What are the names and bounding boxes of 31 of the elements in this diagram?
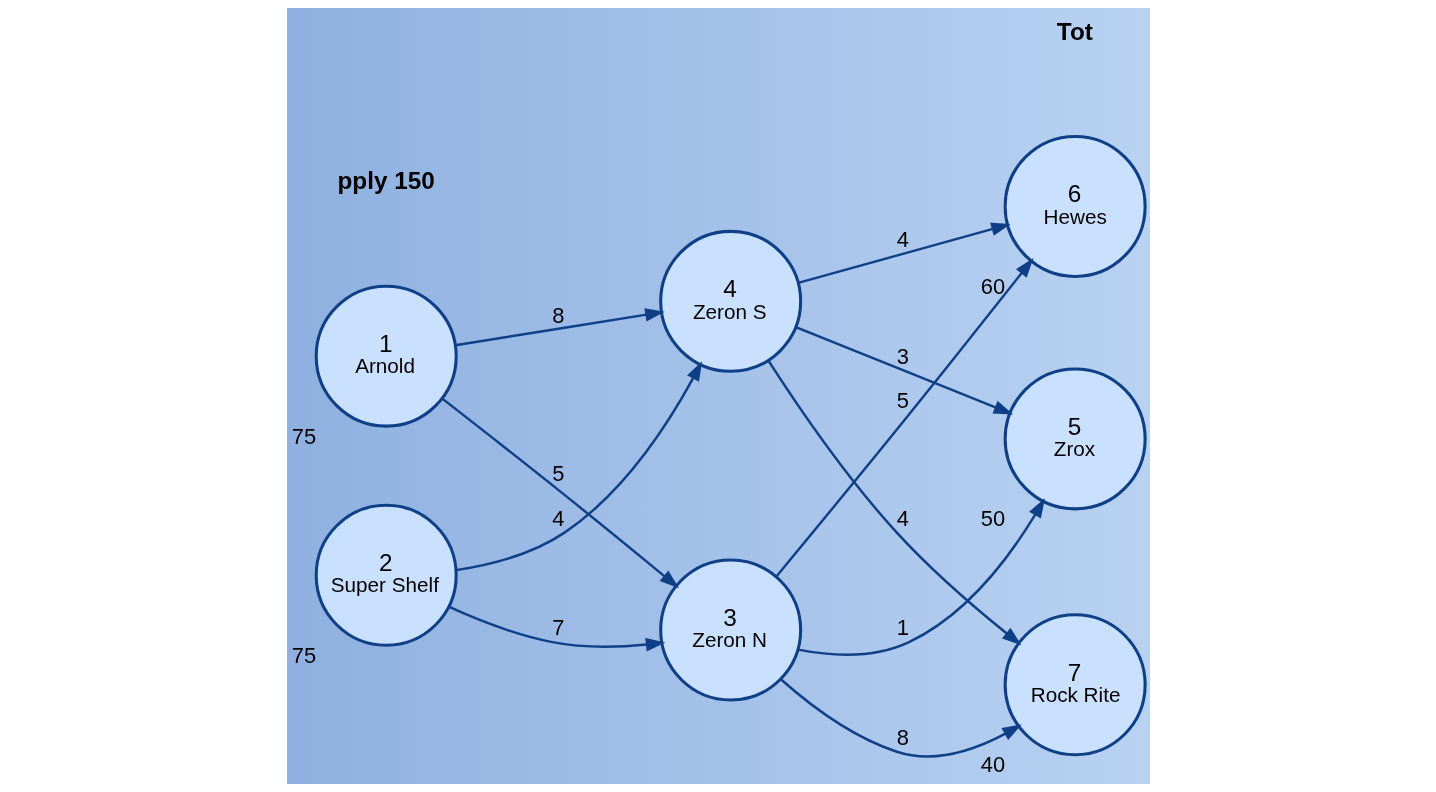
edge-label: 8	[551, 302, 565, 328]
arrow	[447, 605, 665, 652]
arrow	[767, 360, 1021, 646]
node-circle: 4 Zeron S	[658, 229, 802, 373]
label: pply 150	[337, 167, 435, 195]
node-label: 50	[980, 506, 1005, 532]
edge-label: 7	[551, 615, 565, 641]
arrow	[794, 325, 1013, 415]
arrow	[779, 678, 1022, 758]
arrow	[454, 308, 665, 347]
arrow	[455, 361, 702, 572]
edge-label: 5	[896, 387, 909, 413]
node-circle: 1 Arnold	[314, 284, 458, 428]
node-circle: 2 Super Shelf	[314, 503, 458, 647]
node-label: 75	[291, 642, 316, 668]
arrow	[797, 222, 1011, 285]
edge-label: 1	[896, 615, 909, 641]
edge-label: 8	[896, 724, 909, 750]
arrow	[774, 258, 1033, 578]
node-label: 75	[291, 423, 316, 449]
node-label: 40	[980, 752, 1005, 778]
node-label: 60	[980, 273, 1005, 299]
edge-label: 4	[896, 227, 909, 253]
node-circle: 5 Zrox	[1003, 367, 1147, 511]
arrow	[797, 498, 1045, 656]
label: Tot	[1056, 17, 1093, 45]
edge-label: 5	[551, 460, 565, 486]
edge-label: 4	[896, 505, 909, 531]
arrow	[441, 397, 679, 589]
edge-label: 4	[551, 505, 565, 531]
edge-label: 3	[896, 343, 909, 369]
